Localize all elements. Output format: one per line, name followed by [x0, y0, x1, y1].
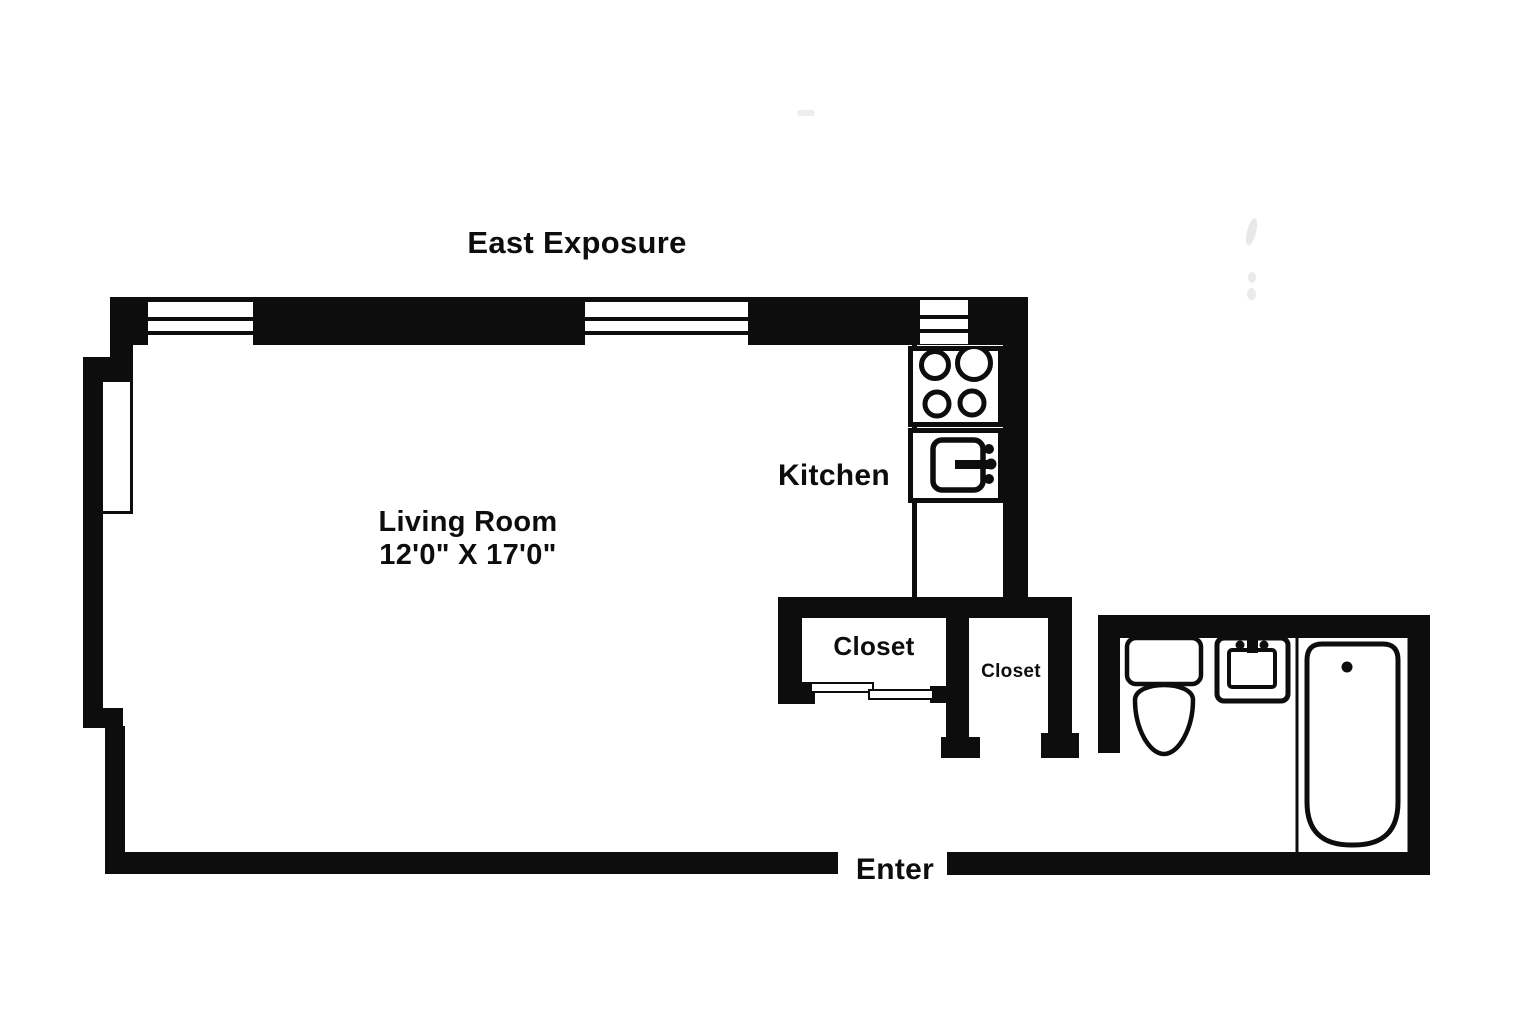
- wall-kitchen-right: [1003, 297, 1028, 618]
- closet-door-track-stub: [930, 686, 948, 703]
- window-3: [920, 300, 968, 344]
- window-2: [585, 302, 748, 346]
- wall-closet-left: [778, 597, 802, 690]
- toilet-fixture: [1124, 635, 1204, 757]
- window-1: [148, 302, 253, 346]
- living-room-dimensions: 12'0" X 17'0": [379, 539, 557, 571]
- wall-closet-right: [1048, 597, 1072, 733]
- wall-closet-left-foot: [778, 682, 815, 704]
- kitchen-sink-fixture: [908, 428, 1003, 503]
- east-exposure-label: East Exposure: [467, 225, 687, 260]
- bathtub-fixture: [1295, 635, 1411, 855]
- kitchen-label: Kitchen: [777, 459, 891, 492]
- bathroom-sink-fixture: [1214, 635, 1291, 704]
- scan-smudge-2: [1248, 272, 1256, 283]
- wall-closet-middle: [946, 597, 969, 737]
- wall-bathroom-right: [1407, 615, 1430, 873]
- wall-closet-middle-foot: [941, 737, 980, 758]
- scan-smudge-3: [1247, 288, 1256, 300]
- wall-top: [110, 297, 1028, 345]
- wall-bathroom-left: [1098, 615, 1120, 753]
- wall-left-step-bottom: [83, 708, 123, 728]
- left-wall-window-recess: [100, 379, 133, 514]
- wall-left-main: [83, 375, 103, 715]
- wall-closet-right-foot: [1041, 733, 1079, 758]
- living-room-name: Living Room: [378, 506, 558, 538]
- wall-bottom-left: [105, 852, 838, 874]
- scan-smudge-4: [797, 110, 815, 116]
- closet-small-label: Closet: [981, 661, 1041, 682]
- enter-label: Enter: [855, 853, 935, 886]
- closet-large-label: Closet: [833, 631, 915, 661]
- living-room-label: Living Room 12'0" X 17'0": [379, 506, 558, 572]
- scan-smudge-1: [1243, 217, 1260, 247]
- closet-sliding-door-2: [868, 689, 934, 700]
- wall-left-lower: [105, 726, 125, 854]
- wall-bottom-right: [947, 852, 1430, 875]
- stove-fixture: [908, 346, 1003, 427]
- wall-bathroom-top: [1098, 615, 1430, 638]
- closet-sliding-door-1: [810, 682, 874, 693]
- wall-closet-top: [778, 597, 1072, 618]
